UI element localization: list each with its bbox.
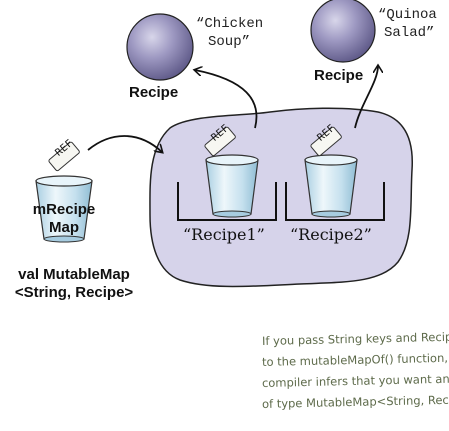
note-line: of type MutableMap<String, Recipe>.: [261, 392, 449, 411]
map-slot-2: [285, 182, 385, 221]
map-key-label: “Recipe1”: [183, 225, 265, 244]
cup-recipe2: [304, 154, 358, 218]
recipe-value-line: Salad”: [384, 25, 435, 41]
map-slot-1: [177, 182, 277, 221]
variable-type-line: val MutableMap: [18, 266, 130, 283]
recipe-type-label-right: Recipe: [314, 67, 364, 84]
cup-recipe1: [205, 154, 259, 218]
recipe-value-line: “Chicken: [196, 16, 264, 32]
recipe-object-quinoa-salad: [310, 0, 376, 63]
arrow-variable-to-map: [87, 135, 162, 152]
ref-remote-variable: [48, 141, 80, 172]
variable-name-line: mRecipe: [32, 201, 96, 218]
ref-remote-slot-2: [310, 126, 342, 157]
variable-type-line: <String, Recipe>: [14, 284, 134, 301]
variable-name-line: Map: [49, 219, 79, 236]
recipe-type-label-left: Recipe: [129, 84, 179, 101]
recipe-value-chicken-soup: “Chicken Soup”: [196, 15, 263, 51]
recipe-value-quinoa-salad: “Quinoa Salad”: [378, 6, 437, 42]
arrow-recipe1-to-chicken-soup: [195, 70, 258, 129]
variable-type: val MutableMap <String, Recipe>: [4, 266, 144, 302]
map-key-label: “Recipe2”: [290, 225, 372, 244]
recipe-object-chicken-soup: [126, 13, 194, 81]
arrow-recipe2-to-quinoa-salad: [354, 66, 378, 129]
recipe-value-line: Soup”: [208, 34, 251, 50]
ref-remote-slot-1: [204, 126, 236, 157]
cup-mrecipemap: [35, 175, 93, 243]
map-object-blob: [149, 107, 414, 288]
annotation-note: If you pass String keys and Recipe value…: [261, 329, 449, 415]
variable-name: mRecipe Map: [20, 201, 108, 237]
recipe-value-line: “Quinoa: [378, 7, 437, 23]
